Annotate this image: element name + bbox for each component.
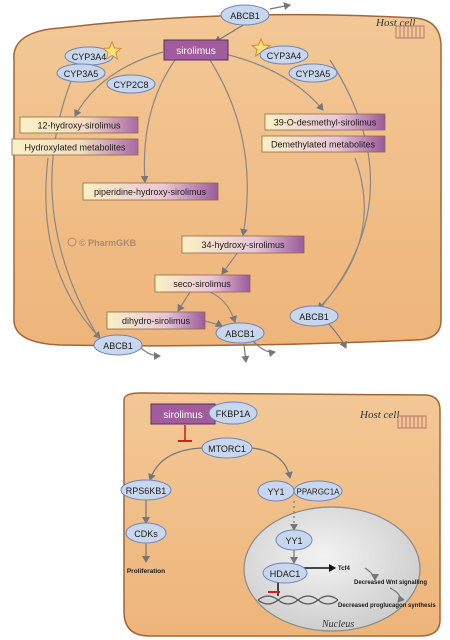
svg-text:CYP2C8: CYP2C8 xyxy=(113,80,148,90)
cdks-protein: CDKs xyxy=(125,522,167,544)
svg-text:HDAC1: HDAC1 xyxy=(270,569,301,579)
svg-text:CYP3A4: CYP3A4 xyxy=(72,52,107,62)
svg-text:YY1: YY1 xyxy=(285,536,302,546)
ppargc1a-protein: PPARGC1A xyxy=(293,480,343,502)
tcf4-label: Tcf4 xyxy=(338,566,351,572)
fkbp1a-protein: FKBP1A xyxy=(208,401,258,425)
svg-text:CYP3A5: CYP3A5 xyxy=(64,69,99,79)
host-cell-label: Host cell xyxy=(375,17,415,29)
yy1-nuclear-protein: YY1 xyxy=(275,529,313,551)
arrow-to-39-desmethyl xyxy=(224,53,324,111)
cell-cycle-arc-right xyxy=(309,59,372,321)
metabolite-39-desmethyl: 39-O-desmethyl-sirolimus xyxy=(264,113,386,131)
svg-text:ABCB1: ABCB1 xyxy=(103,341,133,351)
svg-text:RPS6KB1: RPS6KB1 xyxy=(126,486,167,496)
svg-text:CYP3A5: CYP3A5 xyxy=(296,69,331,79)
cell-cycle-arc-left xyxy=(51,59,101,341)
sirolimus-drug-box-2: sirolimus xyxy=(150,403,216,425)
metabolite-hydroxylated: Hydroxylated metabolites xyxy=(11,138,139,156)
svg-text:sirolimus: sirolimus xyxy=(176,46,215,57)
arrow-tcf4-wnt xyxy=(364,567,379,581)
arrow-seco-to-abcb1 xyxy=(209,291,237,323)
mtorc1-protein: MTORC1 xyxy=(201,437,253,459)
svg-text:Hydroxylated metabolites: Hydroxylated metabolites xyxy=(24,143,126,153)
arrow-hydroxylated-to-abcb1 xyxy=(45,157,101,339)
svg-text:seco-sirolimus: seco-sirolimus xyxy=(173,279,231,289)
svg-text:PPARGC1A: PPARGC1A xyxy=(297,488,341,497)
arrow-to-34-hydroxy xyxy=(209,59,248,236)
metabolite-dihydro: dihydro-sirolimus xyxy=(106,311,206,330)
cyp2c8-enzyme: CYP2C8 xyxy=(106,74,156,94)
cyp3a5-right-enzyme: CYP3A5 xyxy=(288,63,338,83)
metabolite-piperidine: piperidine-hydroxy-sirolimus xyxy=(82,182,219,201)
metabolite-seco: seco-sirolimus xyxy=(154,274,251,293)
svg-text:dihydro-sirolimus: dihydro-sirolimus xyxy=(122,316,191,326)
wnt-label: Decreased Wnt signalling xyxy=(354,580,427,586)
host-cell-label-2: Host cell xyxy=(359,409,399,421)
receptor-icon xyxy=(397,415,427,429)
cyp3a4-right-enzyme: CYP3A4 xyxy=(259,45,309,65)
star-icon xyxy=(101,40,123,61)
efflux-bottom-center-2 xyxy=(241,344,250,363)
metabolite-demethylated: Demethylated metabolites xyxy=(261,135,386,153)
svg-text:ABCB1: ABCB1 xyxy=(299,312,329,322)
efflux-bottom-right xyxy=(326,321,347,349)
metabolite-34-hydroxy: 34-hydroxy-sirolimus xyxy=(181,235,305,254)
hdac1-protein: HDAC1 xyxy=(262,562,308,584)
arrow-seco-to-dihydro xyxy=(177,291,191,312)
svg-text:sirolimus: sirolimus xyxy=(163,410,202,421)
arrow-to-12-hydroxy xyxy=(74,51,164,117)
abcb1-top: ABCB1 xyxy=(220,4,270,26)
proliferation-label: Proliferation xyxy=(127,568,165,575)
yy1-protein: YY1 xyxy=(257,480,295,502)
svg-text:34-hydroxy-sirolimus: 34-hydroxy-sirolimus xyxy=(201,240,285,250)
svg-text:FKBP1A: FKBP1A xyxy=(216,409,251,419)
arrow-mtorc1-rps6kb1 xyxy=(148,447,203,481)
arrow-34-to-seco xyxy=(221,251,239,275)
svg-text:piperidine-hydroxy-sirolimus: piperidine-hydroxy-sirolimus xyxy=(94,187,207,197)
rps6kb1-protein: RPS6KB1 xyxy=(120,479,172,501)
dna-helix-icon xyxy=(257,595,339,605)
efflux-top xyxy=(269,2,291,11)
svg-text:MTORC1: MTORC1 xyxy=(208,444,246,454)
abcb1-bottom-right: ABCB1 xyxy=(289,305,339,327)
efflux-bottom-center-1 xyxy=(251,339,276,358)
pathway-arrows xyxy=(45,51,372,341)
pharmgkb-watermark: © PharmGKB xyxy=(67,237,137,248)
cyp3a5-left-enzyme: CYP3A5 xyxy=(56,63,106,83)
receptor-icon xyxy=(395,25,425,39)
sirolimus-drug-box: sirolimus xyxy=(163,39,229,61)
svg-text:© PharmGKB: © PharmGKB xyxy=(79,238,137,248)
signalling-arrows xyxy=(142,425,405,603)
svg-text:39-O-desmethyl-sirolimus: 39-O-desmethyl-sirolimus xyxy=(274,118,377,128)
svg-text:Nucleus: Nucleus xyxy=(321,619,354,630)
arrow-wnt-proglucagon xyxy=(389,587,405,603)
abcb1-bottom-center: ABCB1 xyxy=(215,322,265,344)
svg-text:CYP3A4: CYP3A4 xyxy=(267,51,302,61)
svg-text:CDKs: CDKs xyxy=(134,529,158,539)
proglucagon-label: Decreased proglucagon synthesis xyxy=(338,603,436,609)
arrow-dihydro-to-abcb1 xyxy=(204,319,223,327)
svg-text:12-hydroxy-sirolimus: 12-hydroxy-sirolimus xyxy=(37,121,121,131)
svg-text:ABCB1: ABCB1 xyxy=(230,11,260,21)
arrow-to-piperidine xyxy=(140,59,176,183)
svg-text:YY1: YY1 xyxy=(267,487,284,497)
svg-text:Demethylated metabolites: Demethylated metabolites xyxy=(271,140,376,150)
metabolite-12-hydroxy: 12-hydroxy-sirolimus xyxy=(19,116,139,134)
abcb1-bottom-left: ABCB1 xyxy=(93,334,143,356)
efflux-top-in xyxy=(214,23,246,43)
svg-text:ABCB1: ABCB1 xyxy=(225,329,255,339)
arrow-mtorc1-yy1 xyxy=(251,447,293,479)
